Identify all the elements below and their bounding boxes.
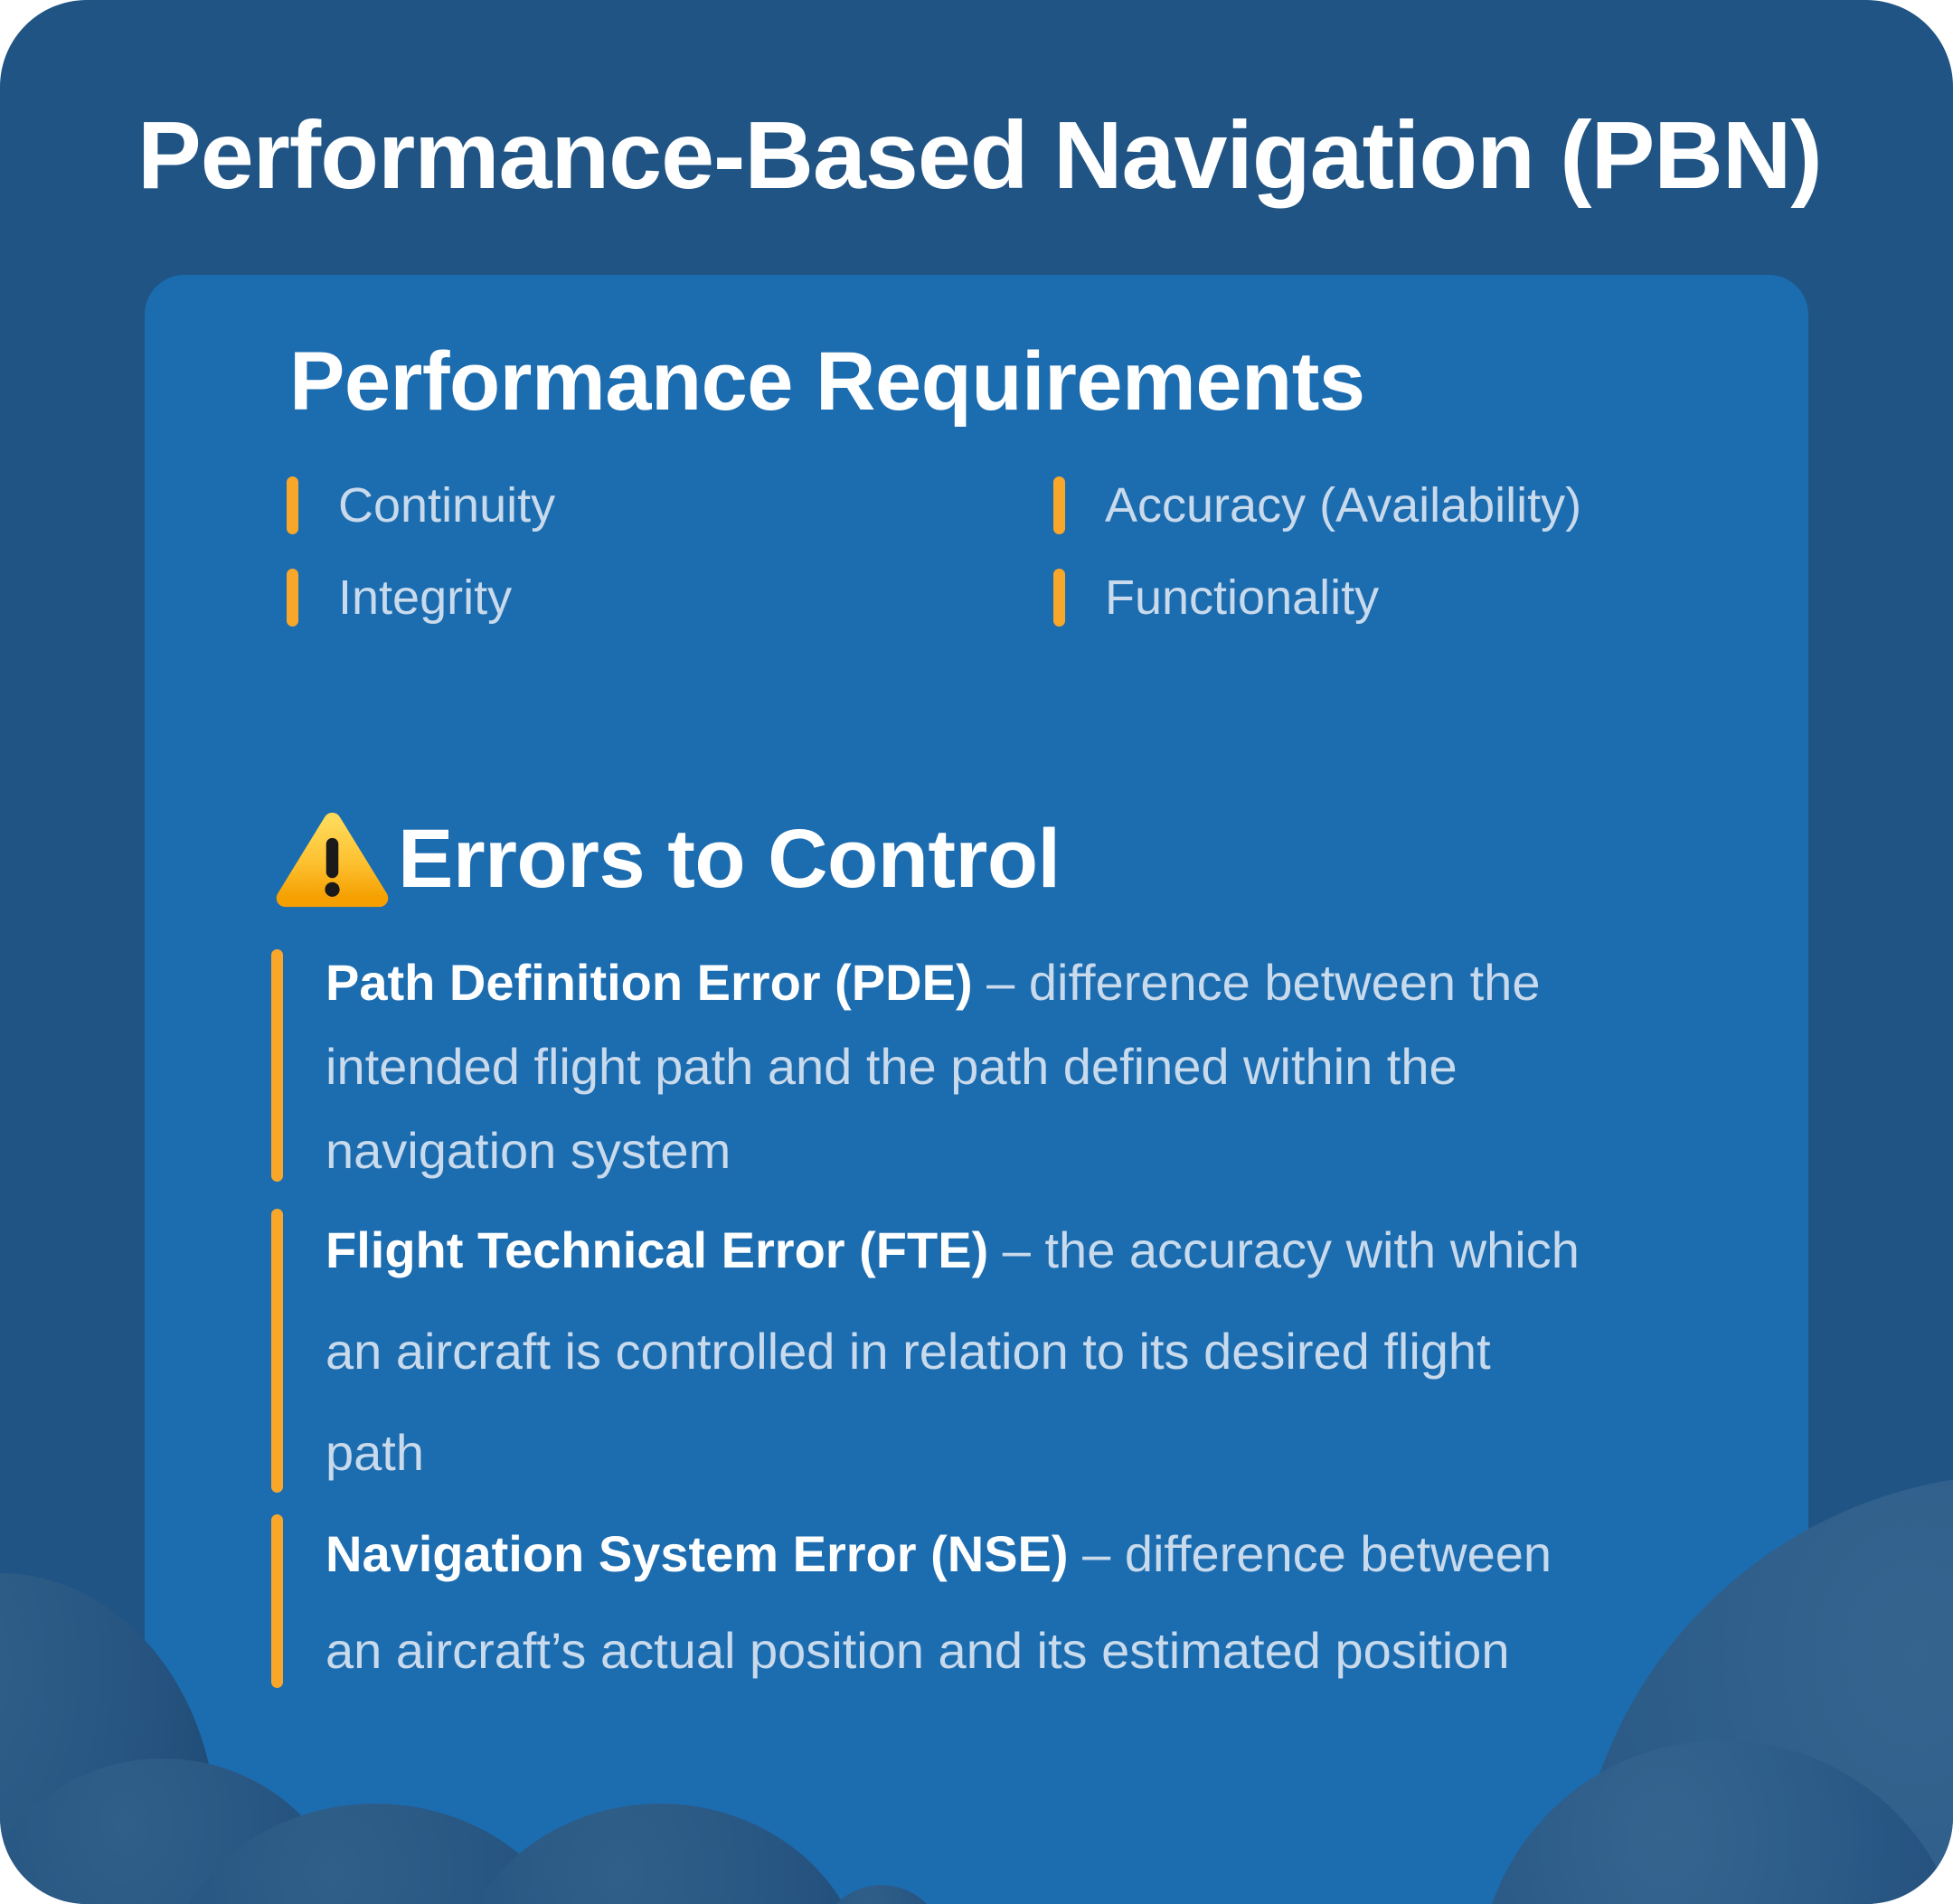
requirement-item: Functionality: [1053, 569, 1581, 627]
error-term: Path Definition Error (PDE): [326, 954, 973, 1011]
error-line: Path Definition Error (PDE) – difference…: [326, 940, 1754, 1024]
error-description: – difference between: [1082, 1525, 1552, 1582]
error-line: Navigation System Error (NSE) – differen…: [326, 1505, 1754, 1602]
error-line: Flight Technical Error (FTE) – the accur…: [326, 1200, 1754, 1301]
error-line: an aircraft’s actual position and its es…: [326, 1622, 1510, 1679]
error-line: path: [326, 1424, 424, 1481]
error-item-pde: Path Definition Error (PDE) – difference…: [271, 940, 1754, 1192]
requirement-item: Continuity: [287, 476, 1053, 534]
errors-list: Path Definition Error (PDE) – difference…: [271, 940, 1754, 1699]
requirement-item: Integrity: [287, 569, 1053, 627]
error-item-fte: Flight Technical Error (FTE) – the accur…: [271, 1200, 1754, 1503]
bullet-bar-icon: [287, 476, 298, 534]
error-line: navigation system: [326, 1122, 731, 1179]
requirement-label: Functionality: [1105, 570, 1380, 625]
error-term: Flight Technical Error (FTE): [326, 1221, 989, 1278]
requirements-list: Continuity Accuracy (Availability) Integ…: [287, 476, 1581, 627]
error-item-nse: Navigation System Error (NSE) – differen…: [271, 1505, 1754, 1699]
errors-heading-row: Errors to Control: [276, 803, 1061, 916]
requirements-heading: Performance Requirements: [289, 335, 1365, 428]
error-description: – difference between the: [986, 954, 1541, 1011]
bullet-bar-icon: [1053, 476, 1065, 534]
error-line: intended flight path and the path define…: [326, 1038, 1458, 1095]
error-line: an aircraft is controlled in relation to…: [326, 1323, 1491, 1380]
errors-heading: Errors to Control: [398, 813, 1061, 905]
page-title: Performance-Based Navigation (PBN): [137, 102, 1823, 209]
requirement-item: Accuracy (Availability): [1053, 476, 1581, 534]
requirement-label: Continuity: [338, 478, 556, 533]
bullet-bar-icon: [287, 569, 298, 627]
error-description: – the accuracy with which: [1002, 1221, 1580, 1278]
requirement-label: Integrity: [338, 570, 513, 625]
error-term: Navigation System Error (NSE): [326, 1525, 1069, 1582]
warning-triangle-icon: [276, 812, 389, 907]
bullet-bar-icon: [1053, 569, 1065, 627]
content-card: Performance Requirements Continuity Accu…: [145, 275, 1808, 1904]
requirement-label: Accuracy (Availability): [1105, 478, 1582, 533]
